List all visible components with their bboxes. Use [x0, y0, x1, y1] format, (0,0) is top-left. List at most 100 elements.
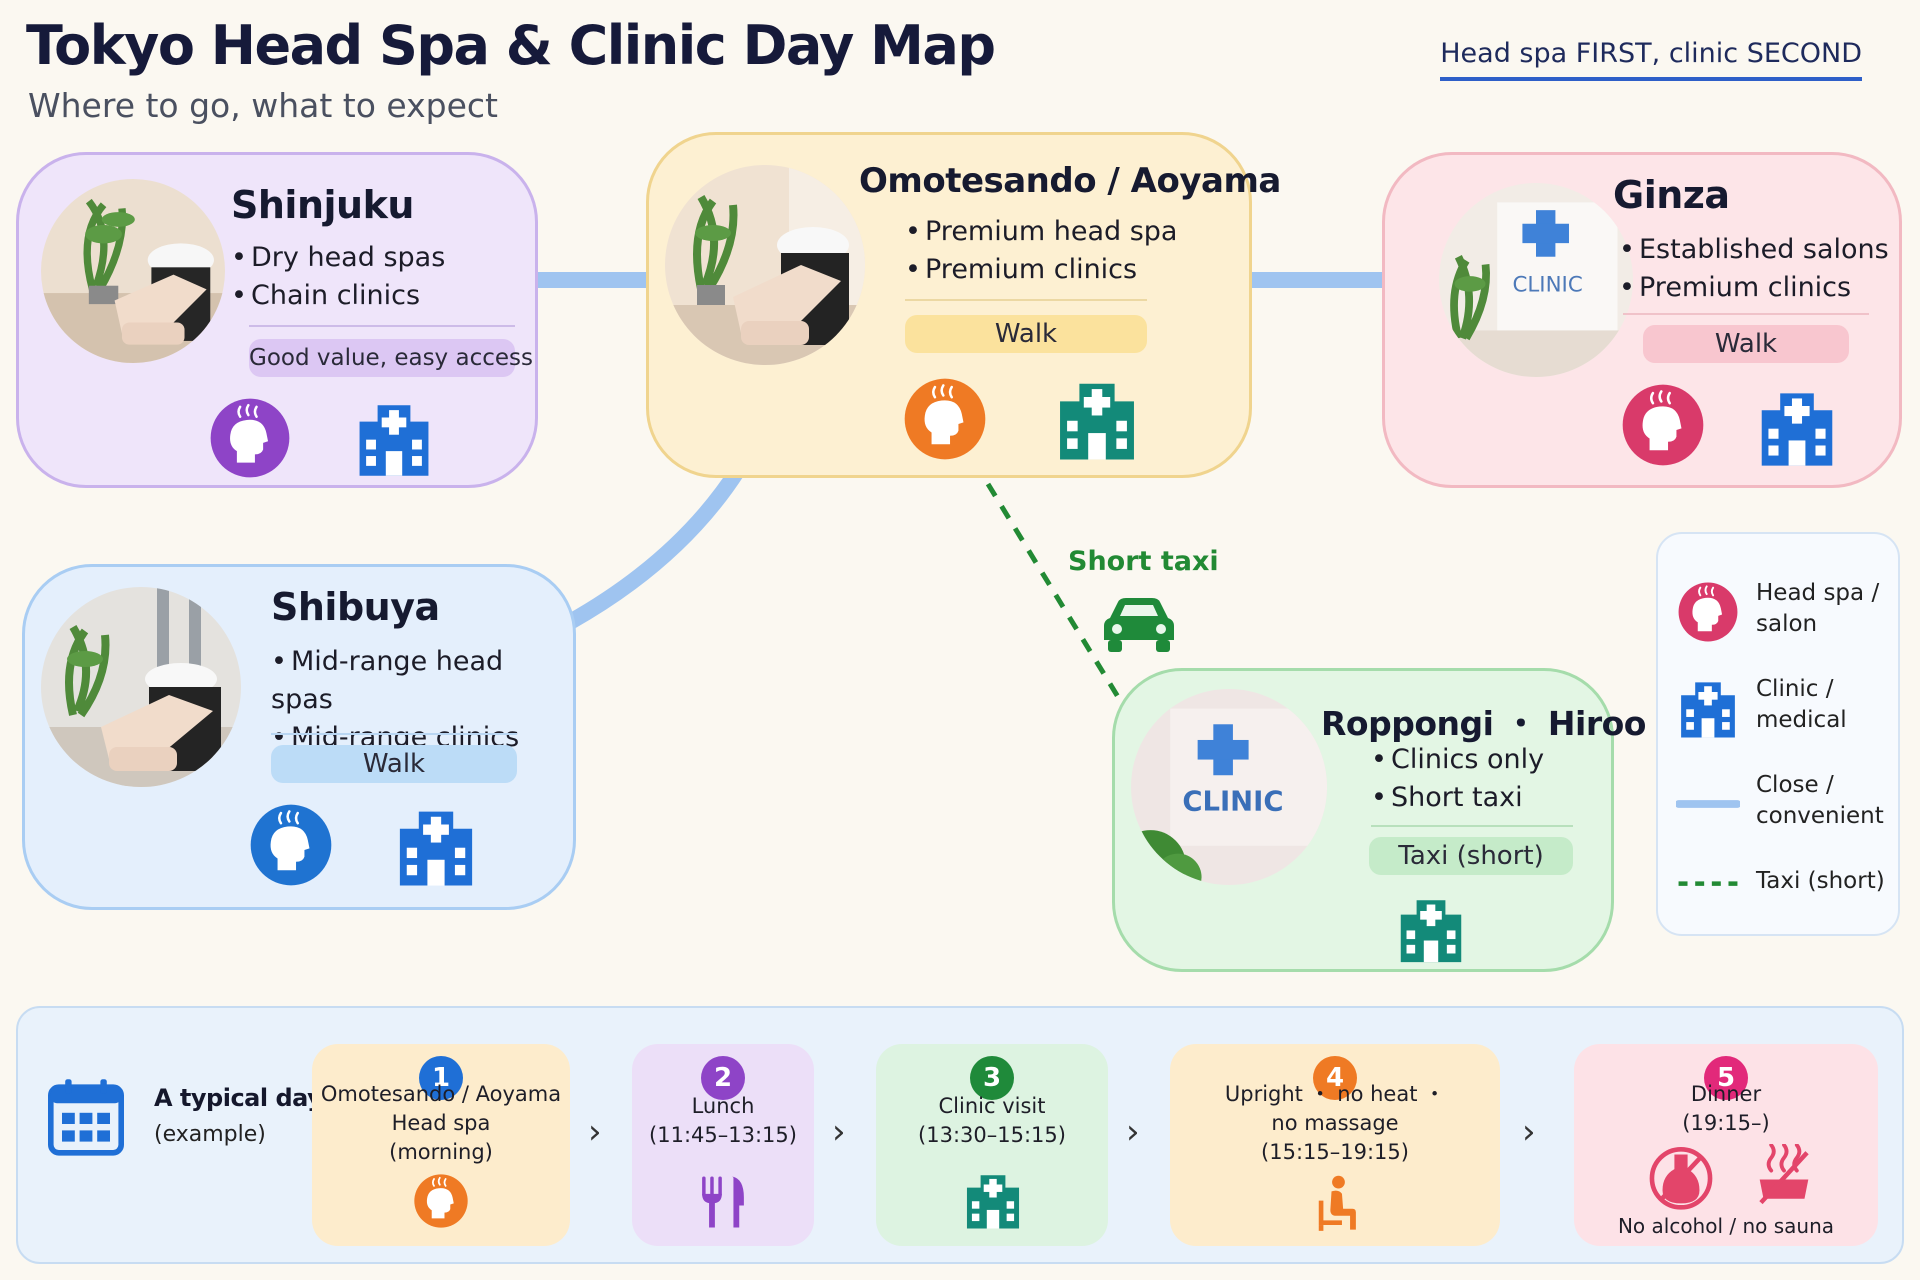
legend: Head spa / salon Clinic / medical Close …	[1656, 532, 1900, 936]
step-text: Omotesando / Aoyama Head spa (morning)	[312, 1080, 570, 1167]
calendar-icon	[46, 1074, 126, 1158]
clinic-sign-text: CLINIC	[1513, 273, 1583, 298]
timeline-step-1[interactable]: 1 Omotesando / Aoyama Head spa (morning)	[312, 1044, 570, 1246]
chevron-right-icon: ›	[1522, 1112, 1536, 1152]
bullet-list-ginza: Established salons Premium clinics	[1619, 231, 1889, 307]
area-name-shibuya: Shibuya	[271, 585, 440, 629]
step-text: Upright ・ no heat ・ no massage (15:15–19…	[1170, 1080, 1500, 1167]
head-spa-photo	[665, 165, 865, 365]
tag-pill-shinjuku: Good value, easy access	[249, 339, 533, 377]
taxi-label: Short taxi	[1068, 546, 1219, 577]
step-number-badge: 2	[701, 1056, 745, 1100]
step-line: (15:15–19:15)	[1261, 1140, 1409, 1164]
area-card-ginza[interactable]: CLINIC Ginza Established salons Premium …	[1382, 152, 1902, 488]
tagline: Head spa FIRST, clinic SECOND	[1440, 38, 1862, 81]
seated-person-icon	[1306, 1170, 1364, 1236]
head-spa-icon	[249, 803, 333, 887]
step-number-badge: 1	[419, 1056, 463, 1100]
bullet-item: Premium clinics	[1619, 269, 1889, 307]
no-sauna-icon	[1752, 1144, 1816, 1210]
step-line: no massage	[1271, 1111, 1399, 1135]
area-card-omotesando[interactable]: Omotesando / Aoyama Premium head spa Pre…	[646, 132, 1281, 478]
timeline-subheading: (example)	[154, 1122, 266, 1147]
divider	[1371, 825, 1573, 827]
step-line: (19:15–)	[1682, 1111, 1770, 1135]
bullet-list-shinjuku: Dry head spas Chain clinics	[231, 239, 445, 315]
step-number-badge: 3	[970, 1056, 1014, 1100]
tag-pill-omotesando: Walk	[905, 315, 1147, 353]
head-spa-icon	[412, 1172, 470, 1230]
area-card-shinjuku[interactable]: Shinjuku Dry head spas Chain clinics Goo…	[16, 152, 538, 488]
bullet-item: Clinics only	[1371, 741, 1544, 779]
timeline-step-4[interactable]: 4 Upright ・ no heat ・ no massage (15:15–…	[1170, 1044, 1500, 1246]
divider	[905, 299, 1147, 301]
chevron-right-icon: ›	[1126, 1112, 1140, 1152]
area-card-shibuya[interactable]: Shibuya Mid-range head spas Mid-range cl…	[22, 564, 576, 910]
divider	[271, 733, 517, 735]
head-spa-photo	[41, 587, 241, 787]
tag-pill-roppongi: Taxi (short)	[1369, 837, 1573, 875]
step-line: (11:45–13:15)	[649, 1123, 797, 1147]
area-name-ginza: Ginza	[1613, 173, 1730, 217]
step-number-badge: 5	[1704, 1056, 1748, 1100]
step-footer: No alcohol / no sauna	[1617, 1214, 1835, 1238]
clinic-photo: CLINIC	[1439, 183, 1633, 377]
legend-label: Close / convenient	[1756, 772, 1884, 829]
clinic-icon	[353, 397, 435, 479]
timeline-step-5[interactable]: 5 Dinner (19:15–) No alcohol / no sauna	[1574, 1044, 1878, 1246]
bullet-list-omotesando: Premium head spa Premium clinics	[905, 213, 1177, 289]
bullet-item: Short taxi	[1371, 779, 1544, 817]
step-text: Dinner (19:15–)	[1574, 1080, 1878, 1138]
bullet-item: Premium head spa	[905, 213, 1177, 251]
step-line: (morning)	[389, 1140, 493, 1164]
taxi-car-icon	[1104, 598, 1174, 652]
head-spa-icon	[1676, 580, 1740, 644]
bullet-item: Mid-range head spas	[271, 643, 573, 719]
clinic-sign-text: CLINIC	[1182, 787, 1283, 818]
step-number-badge: 4	[1313, 1056, 1357, 1100]
utensils-icon	[694, 1170, 752, 1234]
step-line: Upright ・ no heat ・	[1224, 1082, 1446, 1106]
bullet-list-shibuya: Mid-range head spas Mid-range clinics	[271, 643, 573, 757]
bullet-item: Dry head spas	[231, 239, 445, 277]
typical-day-timeline: A typical day (example) 1 Omotesando / A…	[16, 1006, 1904, 1264]
step-line: Head spa	[391, 1111, 491, 1135]
dashed-line-icon	[1676, 858, 1740, 922]
divider	[249, 325, 515, 327]
head-spa-photo	[41, 179, 225, 363]
step-line: Clinic visit	[938, 1094, 1046, 1118]
taxi-link-omotesando-roppongi	[985, 482, 1129, 712]
clinic-icon	[1755, 385, 1839, 469]
head-spa-icon	[209, 397, 291, 479]
bullet-item: Chain clinics	[231, 277, 445, 315]
step-text: Clinic visit (13:30–15:15)	[876, 1092, 1108, 1150]
step-line: Omotesando / Aoyama	[320, 1082, 562, 1106]
clinic-icon	[962, 1168, 1024, 1232]
area-card-roppongi-hiroo[interactable]: CLINIC Roppongi ・ Hiroo Clinics only Sho…	[1112, 668, 1646, 972]
link-omotesando-shibuya	[562, 462, 746, 630]
clinic-icon	[1676, 676, 1740, 740]
step-line: (13:30–15:15)	[918, 1123, 1066, 1147]
bullet-list-roppongi: Clinics only Short taxi	[1371, 741, 1544, 817]
step-text: Lunch (11:45–13:15)	[632, 1092, 814, 1150]
step-line: Dinner	[1690, 1082, 1762, 1106]
area-name-roppongi-hiroo: Roppongi ・ Hiroo	[1321, 704, 1646, 743]
legend-label: Taxi (short)	[1756, 868, 1885, 894]
step-line: Lunch	[691, 1094, 755, 1118]
clinic-icon	[1391, 893, 1471, 965]
divider	[1623, 313, 1869, 315]
timeline-heading: A typical day	[154, 1084, 323, 1112]
timeline-step-2[interactable]: 2 Lunch (11:45–13:15)	[632, 1044, 814, 1246]
chevron-right-icon: ›	[588, 1112, 602, 1152]
tag-pill-ginza: Walk	[1643, 325, 1849, 363]
legend-label: Head spa / salon	[1756, 580, 1880, 637]
page-title: Tokyo Head Spa & Clinic Day Map	[26, 14, 996, 77]
tag-pill-shibuya: Walk	[271, 745, 517, 783]
timeline-step-3[interactable]: 3 Clinic visit (13:30–15:15)	[876, 1044, 1108, 1246]
no-alcohol-icon	[1648, 1144, 1714, 1210]
clinic-photo: CLINIC	[1131, 689, 1327, 885]
solid-line-icon	[1674, 772, 1742, 836]
chevron-right-icon: ›	[832, 1112, 846, 1152]
